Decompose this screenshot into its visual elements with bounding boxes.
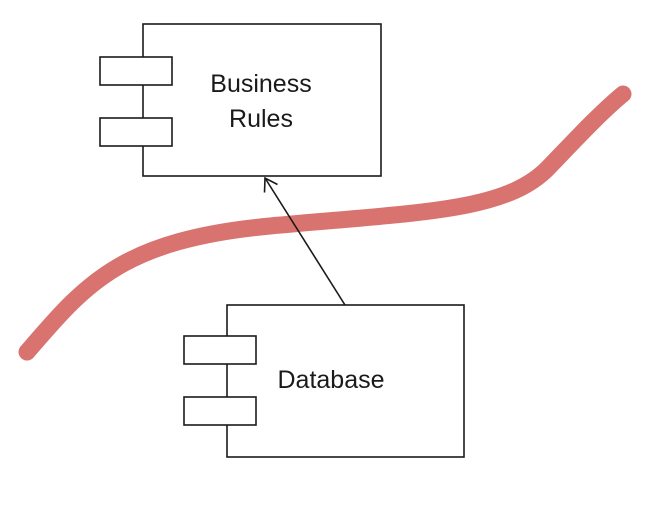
database-port-top [183,335,257,365]
database-component[interactable]: Database [183,304,465,458]
business-rules-port-bottom [99,117,173,147]
business-rules-box [142,23,382,177]
business-rules-component[interactable]: Business Rules [99,23,382,177]
dependency-line [264,177,346,306]
business-rules-label-line-2: Rules [229,105,293,133]
database-port-bottom [183,396,257,426]
business-rules-label-line-1: Business [210,70,311,98]
dependency-arrowhead [263,176,278,193]
dependency-arrow [263,176,346,306]
architectural-boundary-line [18,85,632,361]
business-rules-port-top [99,56,173,86]
database-box [226,304,465,458]
database-label: Database [277,366,384,394]
